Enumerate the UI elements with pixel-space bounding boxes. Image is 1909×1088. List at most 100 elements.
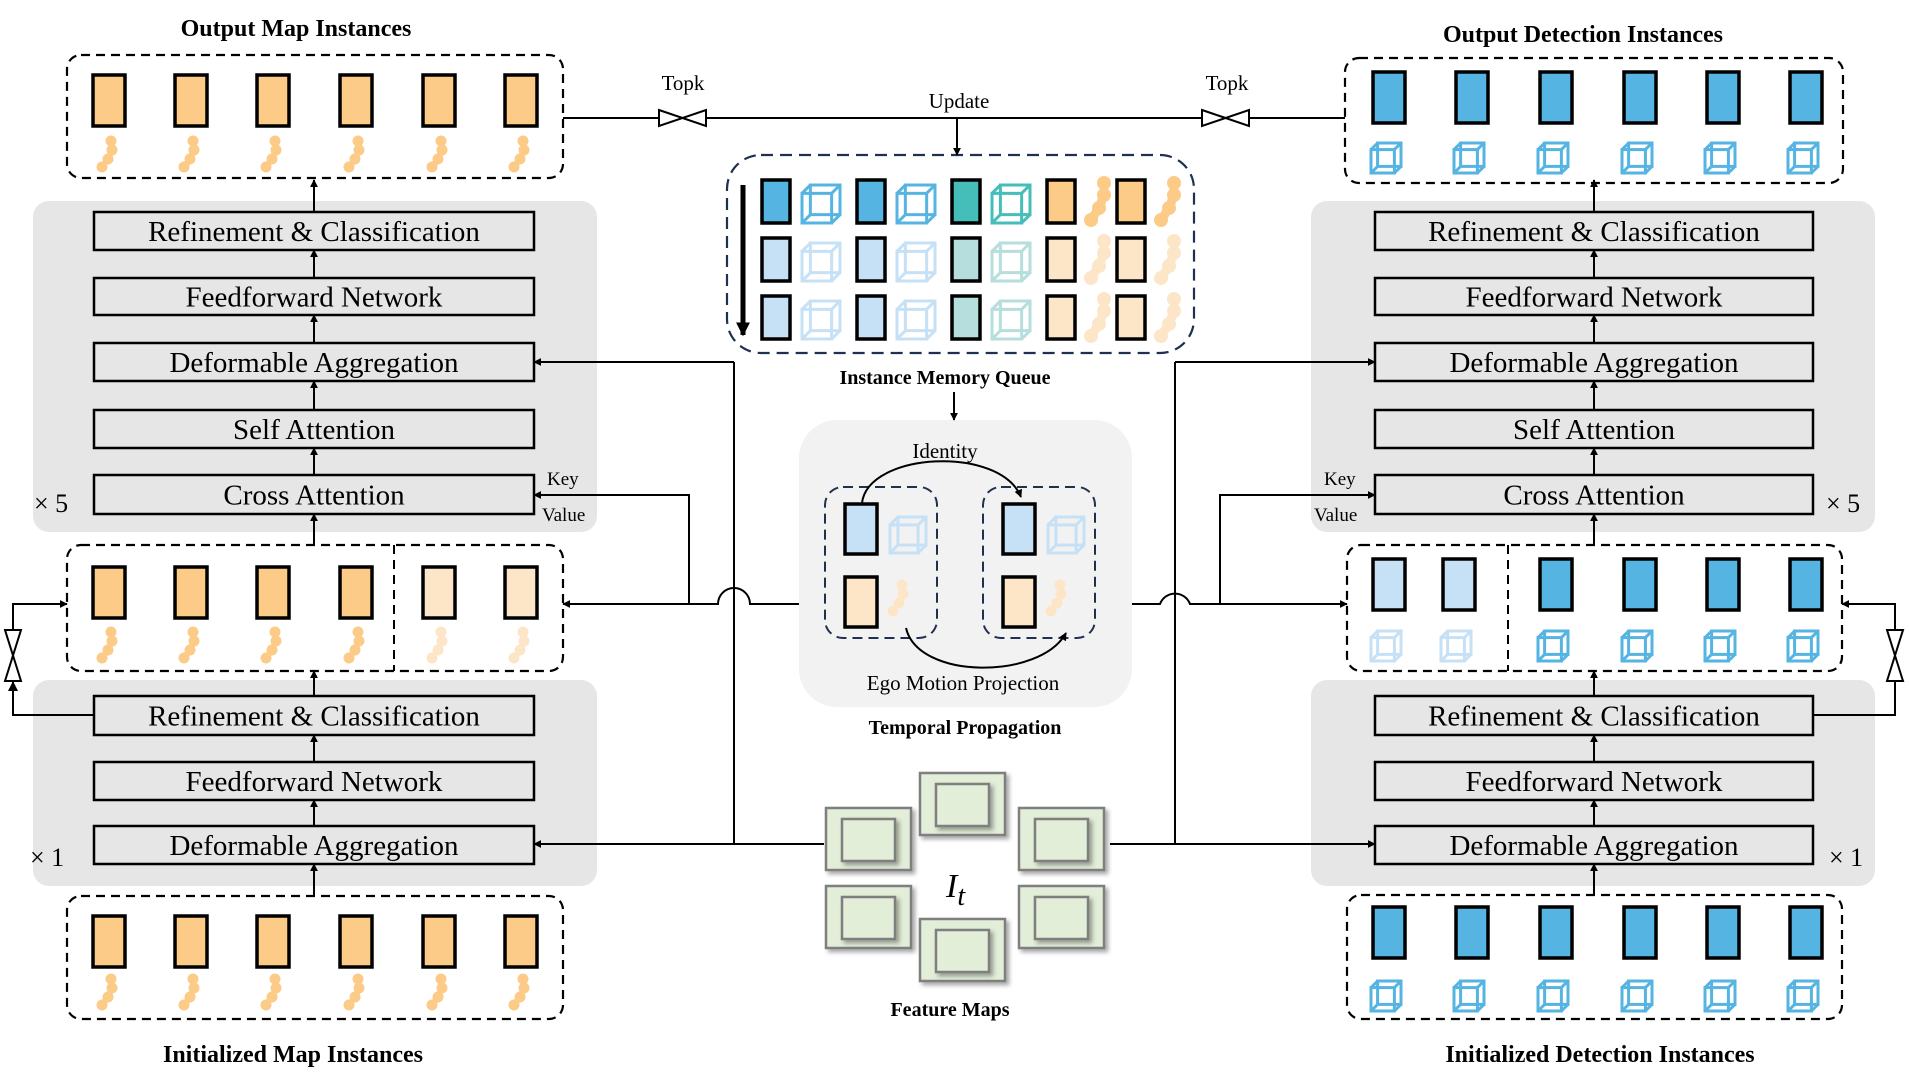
output-detection-instance: [1788, 70, 1824, 125]
initialized-detection-box-icon: [1703, 979, 1737, 1013]
initialized-detection-box-icon: [1786, 979, 1820, 1013]
initialized-detection-box-icon: [1452, 979, 1486, 1013]
temporal-map-feature: [1001, 575, 1037, 629]
map-intermediate-instances-box: [65, 543, 565, 673]
initialized-map-polyline-icon: [343, 973, 365, 1011]
temporal-box-icon: [888, 515, 928, 555]
queue-polyline-icon: [1154, 176, 1181, 227]
temporal-detection-instance: [1371, 557, 1407, 612]
initialized-map-polyline-icon: [96, 973, 118, 1011]
initialized-detection-box-icon: [1369, 979, 1403, 1013]
queue-box-icon: [990, 183, 1032, 225]
block-label: Deformable Aggregation: [1449, 347, 1739, 379]
initialized-detection-title: Initialized Detection Instances: [1445, 1042, 1754, 1068]
queue-polyline-icon: [1154, 292, 1181, 343]
queue-box-icon: [895, 183, 937, 225]
map-key-label: Key: [547, 469, 579, 490]
output-detection-instance: [1454, 70, 1490, 125]
block-label: Cross Attention: [1503, 480, 1685, 512]
output-detection-box-icon: [1620, 141, 1654, 175]
map-upper-repeat: × 5: [34, 489, 68, 518]
queue-box-icon: [990, 299, 1032, 341]
output-detection-instance: [1622, 70, 1658, 125]
queue-instance-feature: [760, 178, 792, 225]
feature-map-tile: [918, 917, 1007, 983]
initialized-map-polyline-icon: [426, 973, 448, 1011]
map-topk-valve: [3, 629, 23, 682]
intermediate-map-polyline-icon: [508, 626, 530, 664]
intermediate-detection-instance: [1622, 557, 1658, 612]
output-map-instance: [91, 73, 127, 128]
intermediate-map-polyline-icon: [343, 626, 365, 664]
intermediate-detection-box-icon: [1369, 629, 1403, 663]
feature-map-tile: [1017, 806, 1106, 872]
temporal-map-polyline-icon: [887, 579, 909, 617]
right-connectors: [1110, 358, 1896, 848]
feature-maps-title: Feature Maps: [890, 999, 1009, 1021]
intermediate-map-instance: [91, 565, 127, 620]
output-map-instance: [255, 73, 291, 128]
detection-topk-valve: [1885, 629, 1905, 682]
temporal-propagation-panel: [799, 420, 1132, 707]
block-label: Feedforward Network: [186, 766, 443, 798]
initialized-map-polyline-icon: [508, 973, 530, 1011]
feature-map-tile: [918, 771, 1007, 837]
initialized-map-instance: [503, 914, 539, 969]
block-label: Deformable Aggregation: [169, 830, 459, 862]
intermediate-detection-box-icon: [1536, 629, 1570, 663]
queue-instance-feature: [855, 236, 887, 283]
intermediate-map-instance: [338, 565, 374, 620]
initialized-detection-box-icon: [1536, 979, 1570, 1013]
detection-decoder-lower-panel: [1311, 680, 1875, 886]
output-detection-instances-box: [1343, 56, 1845, 185]
ego-motion-label: Ego Motion Projection: [867, 671, 1060, 695]
initialized-map-instance: [173, 914, 209, 969]
detection-key-label: Key: [1324, 469, 1356, 490]
block-label: Feedforward Network: [1466, 766, 1723, 798]
map-value-label: Value: [542, 505, 585, 526]
block-label: Self Attention: [233, 414, 395, 446]
initialized-detection-instance: [1622, 905, 1658, 960]
block-label: Feedforward Network: [186, 282, 443, 314]
queue-instance-feature: [1115, 178, 1147, 225]
block-label: Refinement & Classification: [1428, 701, 1760, 733]
map-valve-arrowhead: [8, 681, 18, 691]
block-label: Feedforward Network: [1466, 282, 1723, 314]
identity-label: Identity: [912, 439, 978, 463]
topk-right-valve: [1201, 108, 1250, 128]
queue-polyline-icon: [1084, 234, 1111, 285]
output-detection-box-icon: [1369, 141, 1403, 175]
intermediate-detection-box-icon: [1703, 629, 1737, 663]
output-detection-instance: [1371, 70, 1407, 125]
queue-box-icon: [800, 299, 842, 341]
block-label: Deformable Aggregation: [169, 347, 459, 379]
queue-box-icon: [895, 299, 937, 341]
queue-box-icon: [990, 241, 1032, 283]
block-label: Self Attention: [1513, 414, 1675, 446]
update-label: Update: [929, 89, 990, 113]
temporal-map-instance: [503, 565, 539, 620]
intermediate-map-instance: [255, 565, 291, 620]
feature-map-tile: [1017, 884, 1106, 950]
initialized-detection-instance: [1371, 905, 1407, 960]
queue-box-icon: [895, 241, 937, 283]
detection-upper-repeat: × 5: [1826, 489, 1860, 518]
intermediate-detection-box-icon: [1620, 629, 1654, 663]
output-map-instance: [338, 73, 374, 128]
map-lower-repeat: × 1: [30, 843, 64, 872]
queue-instance-feature: [855, 294, 887, 341]
identity-arrow: [861, 460, 1022, 504]
initialized-map-instance: [338, 914, 374, 969]
intermediate-detection-instance: [1788, 557, 1824, 612]
queue-instance-feature: [950, 178, 982, 225]
ego-motion-arrow: [905, 627, 1067, 669]
intermediate-detection-box-icon: [1439, 629, 1473, 663]
block-label: Cross Attention: [223, 480, 405, 512]
queue-instance-feature: [760, 294, 792, 341]
temporal-map-polyline-icon: [1045, 579, 1067, 617]
memory-queue-title: Instance Memory Queue: [839, 367, 1050, 389]
map-decoder-lower-panel: [33, 680, 597, 886]
intermediate-map-polyline-icon: [426, 626, 448, 664]
detection-intermediate-instances-box: [1345, 543, 1844, 673]
left-connectors: [12, 358, 824, 848]
